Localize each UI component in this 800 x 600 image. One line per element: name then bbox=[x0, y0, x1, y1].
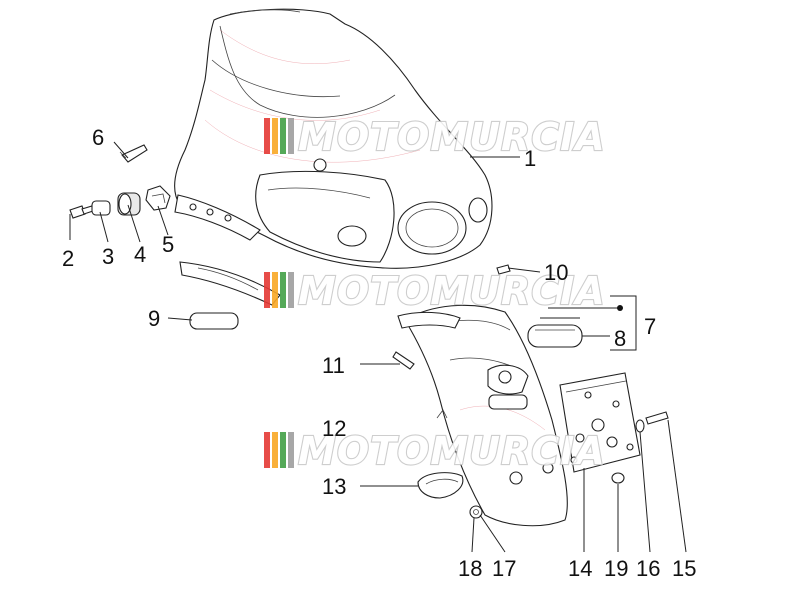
callout-18: 18 bbox=[458, 556, 482, 581]
rear-mudguard bbox=[397, 304, 568, 527]
callout-5: 5 bbox=[162, 232, 174, 257]
callout-4: 4 bbox=[134, 242, 146, 267]
watermark-text-bottom: MOTOMURCIA bbox=[298, 429, 606, 473]
screw-part-10 bbox=[496, 264, 511, 275]
callout-1: 1 bbox=[524, 146, 536, 171]
grommet-part-4 bbox=[117, 192, 141, 216]
callout-12: 12 bbox=[322, 416, 346, 441]
bolt-part-15-16 bbox=[635, 411, 669, 433]
callout-10: 10 bbox=[544, 260, 568, 285]
callout-16: 16 bbox=[636, 556, 660, 581]
callout-7: 7 bbox=[644, 314, 656, 339]
callout-19: 19 bbox=[604, 556, 628, 581]
front-shield-part-1 bbox=[174, 8, 493, 269]
callout-8: 8 bbox=[614, 326, 626, 351]
callout-labels: 1 2 3 4 5 6 7 8 9 10 11 12 13 14 15 16 1… bbox=[62, 125, 696, 581]
callout-15: 15 bbox=[672, 556, 696, 581]
callout-13: 13 bbox=[322, 474, 346, 499]
nut-part-17-18 bbox=[469, 505, 483, 519]
reflector-part-8 bbox=[527, 324, 583, 348]
watermark-text-top: MOTOMURCIA bbox=[298, 115, 606, 159]
washer-part-19 bbox=[611, 472, 625, 484]
callout-3: 3 bbox=[102, 244, 114, 269]
watermark-top: MOTOMURCIA bbox=[264, 114, 606, 160]
callout-9: 9 bbox=[148, 306, 160, 331]
watermark-middle: MOTOMURCIA bbox=[264, 268, 606, 314]
screw-part-2 bbox=[69, 205, 94, 219]
clip-part-5 bbox=[145, 185, 171, 211]
callout-2: 2 bbox=[62, 246, 74, 271]
spacer-part-3 bbox=[91, 200, 111, 216]
screw-part-11 bbox=[392, 351, 415, 370]
leader-lines bbox=[69, 141, 687, 553]
callout-6: 6 bbox=[92, 125, 104, 150]
callout-11: 11 bbox=[322, 353, 345, 378]
reflector-part-13 bbox=[417, 472, 464, 499]
watermark-bottom: MOTOMURCIA bbox=[264, 428, 606, 474]
callout-17: 17 bbox=[492, 556, 516, 581]
bracket-part-12 bbox=[436, 409, 448, 419]
callout-14: 14 bbox=[568, 556, 592, 581]
license-plate-holder-part-14 bbox=[559, 372, 641, 473]
watermark-text-middle: MOTOMURCIA bbox=[298, 269, 606, 313]
